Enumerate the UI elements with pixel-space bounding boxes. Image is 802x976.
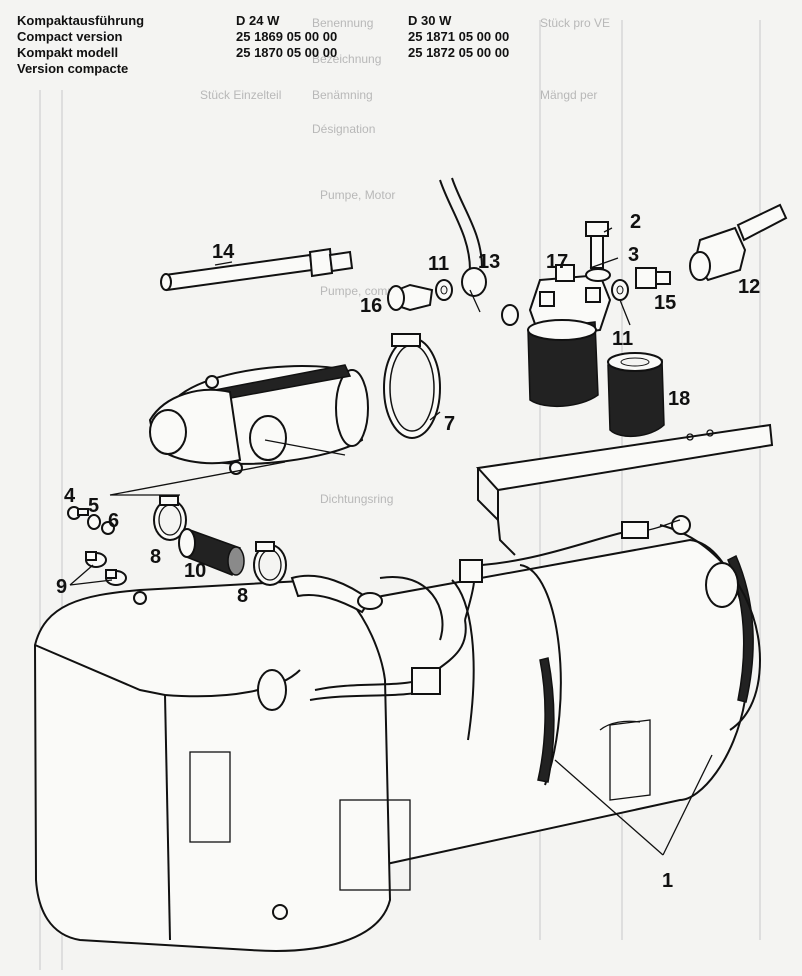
cable-tie-9a [85, 551, 107, 568]
hose-10 [178, 528, 245, 576]
callout-11-left: 11 [428, 253, 449, 275]
adapter-15 [635, 267, 671, 289]
washer-5 [87, 514, 101, 530]
model-d24: D 24 W [236, 13, 280, 28]
callout-6: 6 [108, 510, 119, 532]
fuel-line-14 [160, 247, 354, 292]
washer-3 [585, 268, 611, 282]
callout-3: 3 [628, 244, 639, 266]
title-sv: Kompakt modell [17, 45, 119, 60]
callout-15: 15 [654, 292, 676, 314]
clamp-ring-7 [383, 333, 441, 439]
wiring-loom [309, 519, 681, 701]
hose-clamp-8-right [253, 541, 287, 586]
callout-7: 7 [444, 413, 455, 435]
hose-clamp-8-left [153, 495, 187, 541]
cable-tie-9b [105, 569, 127, 586]
callout-8-left: 8 [150, 546, 161, 568]
header-block: Kompaktausführung Compact version Kompak… [0, 0, 802, 90]
title-de: Kompaktausführung [17, 13, 145, 28]
callout-4: 4 [64, 485, 76, 507]
intake-hose [290, 574, 383, 614]
callout-12: 12 [738, 276, 760, 298]
callout-5: 5 [88, 495, 99, 517]
callout-18: 18 [668, 388, 690, 410]
part-number-d24-b: 25 1870 05 00 00 [236, 45, 338, 60]
part-number-d24-a: 25 1869 05 00 00 [236, 29, 338, 44]
callout-8-right: 8 [237, 585, 248, 607]
callout-9: 9 [56, 576, 67, 598]
leader-lines [69, 227, 713, 856]
fitting-16 [387, 283, 434, 312]
washer-near-filter [501, 304, 519, 326]
front-housing [33, 578, 411, 952]
title-en: Compact version [17, 29, 123, 44]
nut-6 [101, 521, 115, 535]
callout-16: 16 [360, 295, 382, 317]
callout-14: 14 [212, 241, 235, 263]
bolt-2 [585, 221, 609, 269]
part-number-d30-a: 25 1871 05 00 00 [408, 29, 510, 44]
callout-11-right: 11 [612, 328, 633, 350]
model-d30: D 30 W [408, 13, 452, 28]
callout-17: 17 [546, 251, 568, 273]
callout-13: 13 [478, 251, 500, 273]
callout-2: 2 [630, 211, 641, 233]
washer-11-left [435, 279, 453, 301]
washer-11-right [611, 279, 629, 301]
screw-4 [67, 506, 89, 520]
mounting-rail [475, 423, 774, 556]
callout-1: 1 [662, 870, 673, 892]
callout-10: 10 [184, 560, 206, 582]
callout-labels: 1 2 3 4 5 6 7 8 8 9 10 11 11 12 13 14 15… [56, 211, 760, 892]
blower-assembly [148, 364, 369, 475]
title-fr: Version compacte [17, 61, 129, 76]
fuel-hose-13 [439, 177, 487, 297]
part-number-d30-b: 25 1872 05 00 00 [408, 45, 510, 60]
fuel-filter-17 [527, 264, 612, 408]
tank-connector-12 [689, 203, 788, 282]
filter-element-18 [607, 352, 665, 437]
